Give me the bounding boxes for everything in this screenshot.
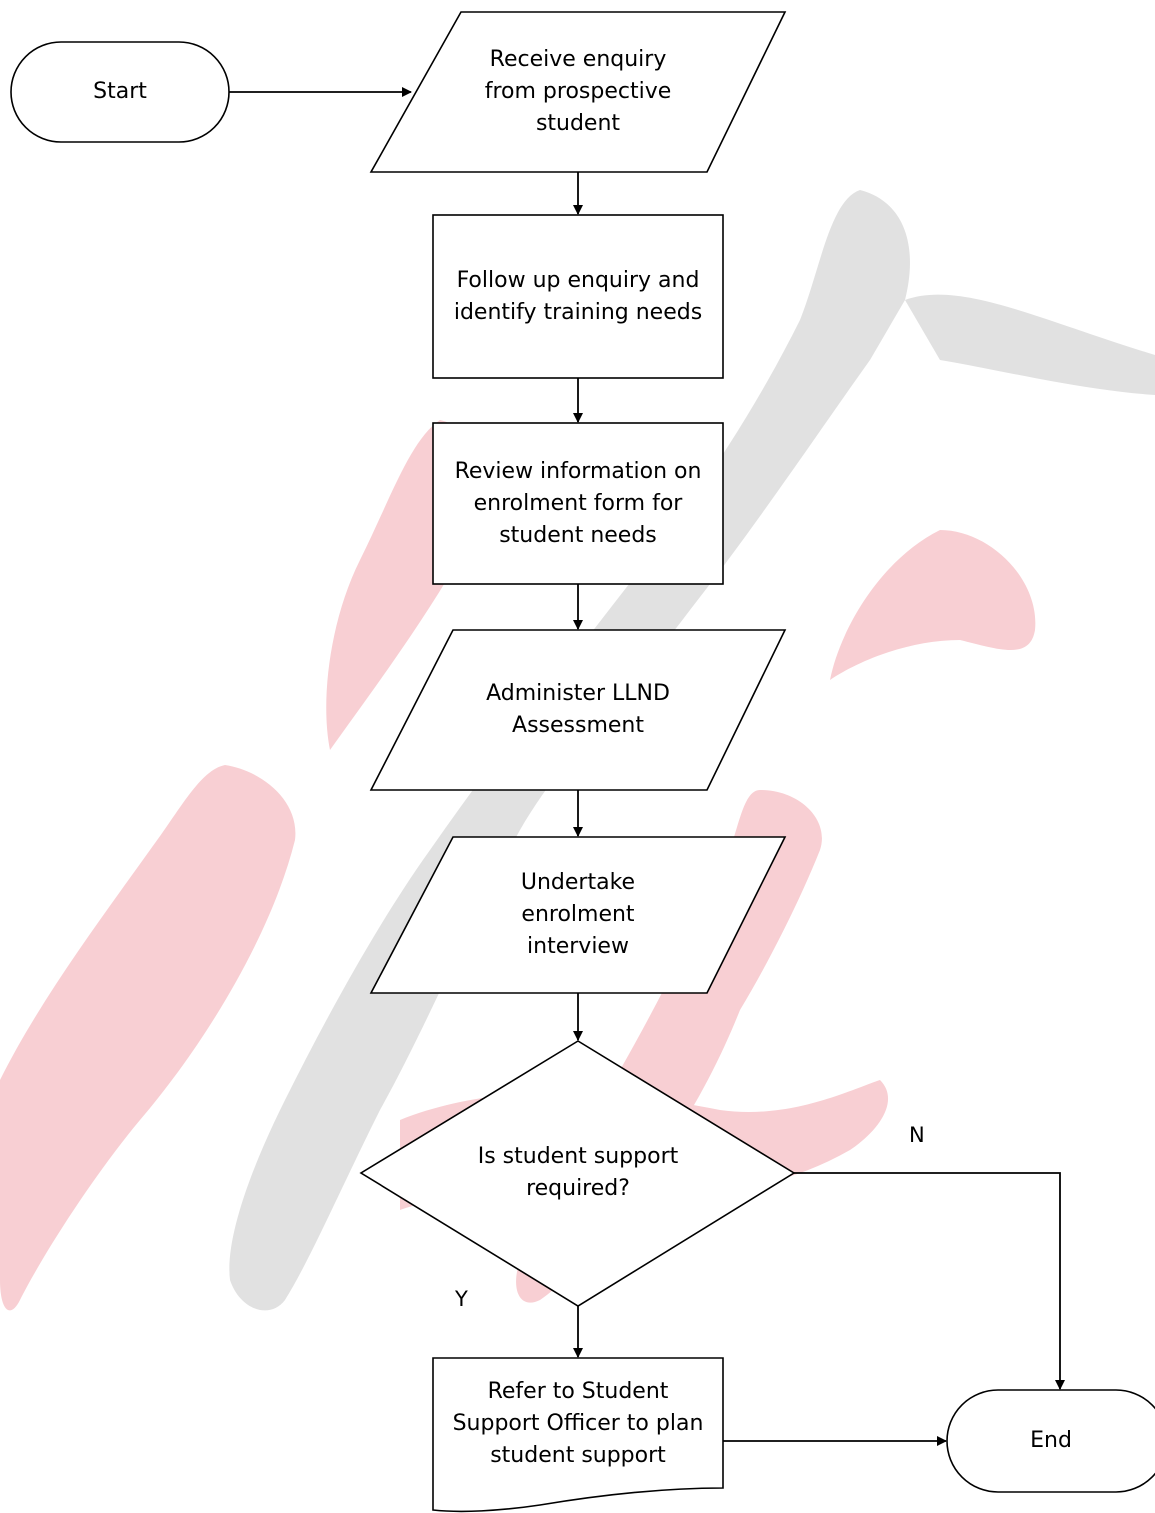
decision-diamond	[359, 1040, 796, 1307]
watermark-grey-tail	[905, 294, 1155, 395]
watermark-red-left	[0, 765, 296, 1311]
branch-label-no: N	[909, 1123, 925, 1147]
connectors	[229, 87, 1065, 1446]
review-process-box	[432, 422, 724, 585]
refer-document-shape	[432, 1357, 724, 1513]
branch-label-yes: Y	[455, 1287, 468, 1311]
start-terminator	[10, 41, 230, 143]
receive-enquiry-io-shape	[369, 11, 787, 173]
connector-decision-no-to-end	[794, 1172, 1065, 1390]
nodes	[10, 11, 1155, 1513]
end-terminator	[946, 1389, 1155, 1493]
undertake-io-shape	[369, 836, 787, 994]
administer-io-shape	[369, 629, 787, 791]
watermark-red-right	[830, 530, 1036, 680]
follow-up-process-box	[432, 214, 724, 379]
